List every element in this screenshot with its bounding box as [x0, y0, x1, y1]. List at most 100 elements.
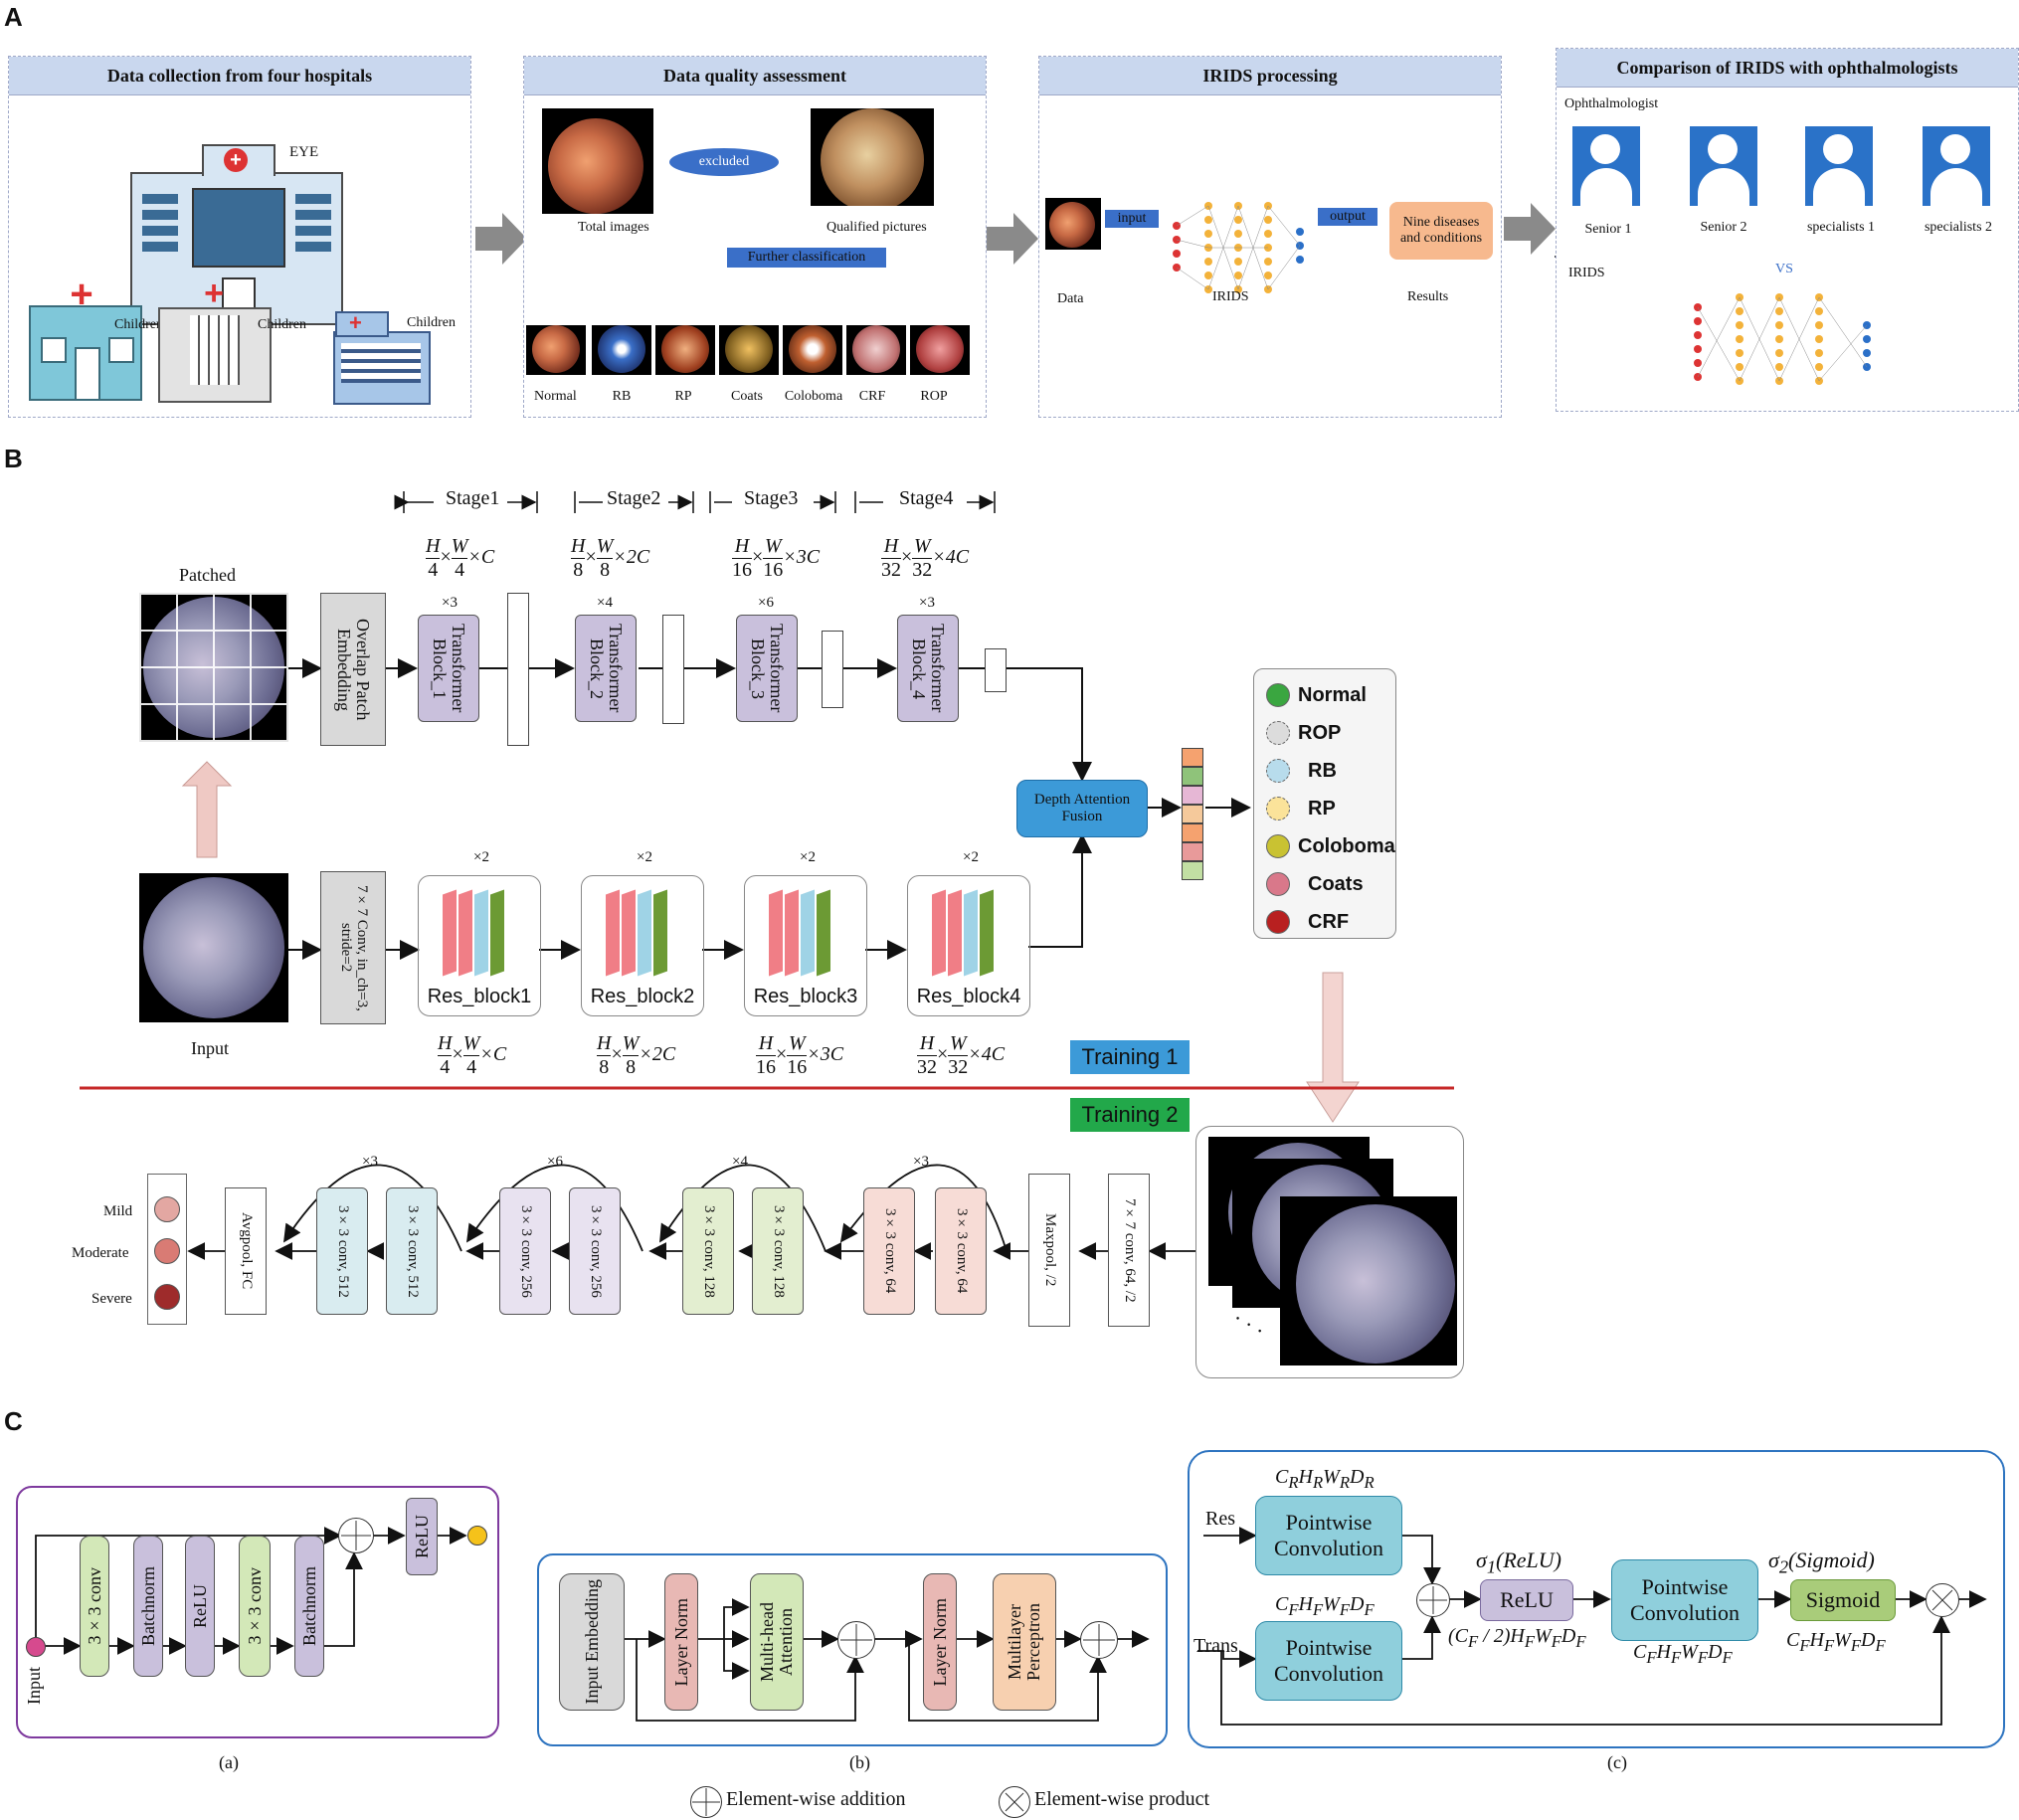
block-label: Layer Norm [670, 1597, 691, 1687]
block-label: Multi-head Attention [757, 1602, 796, 1682]
class-label-coloboma: Coloboma [784, 389, 843, 404]
repeat-res-4: ×2 [963, 849, 979, 865]
layer-conv64-b: 3×3 conv, 64 [863, 1187, 915, 1315]
feature-bar-3 [822, 631, 843, 708]
results-label: Results [1407, 289, 1449, 304]
training-1-tag: Training 1 [1070, 1040, 1190, 1074]
block-label: Pointwise Convolution [1273, 1635, 1383, 1686]
layer-conv256-b: 3×3 conv, 256 [499, 1187, 551, 1315]
doctor-label-senior2: Senior 2 [1700, 220, 1747, 235]
legend-dot [1266, 834, 1290, 858]
vs-label: VS [1775, 262, 1793, 276]
res-block-label: Res_block1 [427, 986, 532, 1007]
c-a-relu: ReLU [185, 1536, 215, 1677]
legend-rop: ROP [1266, 715, 1341, 751]
repeat-top-3: ×6 [758, 595, 774, 611]
class-legend: Normal ROP RB RP Coloboma Coats CRF [1253, 668, 1396, 939]
input-dot [26, 1637, 46, 1657]
legend-rp: RP [1266, 791, 1336, 826]
red-cross-icon: + [224, 148, 248, 172]
caption-b: (b) [849, 1752, 870, 1772]
layer-norm-2: Layer Norm [923, 1573, 957, 1711]
layer-norm-1: Layer Norm [664, 1573, 698, 1711]
block-label: Batchnorm [137, 1566, 158, 1646]
multi-head-attention: Multi-head Attention [750, 1573, 804, 1711]
doctor-label-senior1: Senior 1 [1584, 222, 1632, 237]
severity-dot-mild [154, 1196, 180, 1222]
repeat-top-4: ×3 [919, 595, 935, 611]
section-label-a: A [4, 2, 23, 32]
trans-label: Trans [1193, 1635, 1238, 1657]
feature-bar-1 [507, 593, 529, 746]
legend-addition-label: Element-wise addition [726, 1788, 906, 1810]
dim-half: (CF / 2)HFWFDF [1448, 1625, 1586, 1651]
input-embedding: Input Embedding [559, 1573, 625, 1711]
panel-data-quality: Data quality assessment excluded Total i… [523, 56, 987, 418]
legend-dot [1266, 797, 1290, 820]
output-dot [467, 1526, 487, 1546]
addition-icon [338, 1518, 374, 1553]
legend-product-label: Element-wise product [1034, 1788, 1210, 1810]
panel-irids-processing: IRIDS processing input output Nine disea… [1038, 56, 1502, 418]
panel-title: Comparison of IRIDS with ophthalmologist… [1557, 49, 2018, 88]
repeat-res-2: ×2 [637, 849, 652, 865]
block-label: ReLU [411, 1515, 432, 1558]
class-label-coats: Coats [731, 389, 763, 404]
panel-comparison: Comparison of IRIDS with ophthalmologist… [1556, 48, 2019, 412]
doctor-icon [1690, 126, 1757, 206]
addition-icon [690, 1786, 722, 1818]
red-cross-icon: + [70, 273, 93, 316]
sigma2-label: σ2(Sigmoid) [1768, 1547, 1875, 1577]
dim-cfhfwfdf: CFHFWFDF [1275, 1593, 1375, 1619]
severity-label-severe: Severe [92, 1291, 132, 1307]
section-label-c: C [4, 1406, 23, 1436]
feature-bar-4 [985, 648, 1007, 692]
total-images-label: Total images [578, 220, 649, 235]
qualified-pictures-stack [811, 108, 934, 206]
nine-diseases-label: Nine diseases and conditions [1399, 215, 1483, 246]
c-a-batchnorm1: Batchnorm [133, 1536, 163, 1677]
c-c-relu: ReLU [1480, 1579, 1573, 1621]
nine-diseases-box: Nine diseases and conditions [1389, 202, 1493, 260]
addition-icon [1080, 1621, 1118, 1659]
transformer-block-2: Transformer Block_2 [575, 615, 637, 722]
layer-conv128-b: 3×3 conv, 128 [682, 1187, 734, 1315]
c-a-batchnorm2: Batchnorm [294, 1536, 324, 1677]
severity-label-mild: Mild [103, 1203, 133, 1219]
caption-a: (a) [219, 1752, 239, 1772]
class-label-crf: CRF [858, 389, 886, 404]
transformer-label: Transformer Block_4 [909, 624, 948, 713]
legend-coloboma: Coloboma [1266, 828, 1395, 864]
transformer-block-1: Transformer Block_1 [418, 615, 479, 722]
children-hospital-1: + [29, 274, 142, 401]
doctor-label-specialists1: specialists 1 [1806, 220, 1876, 235]
dim-out2: CFHFWFDF [1786, 1629, 1886, 1655]
data-label: Data [1057, 291, 1084, 306]
overlap-patch-embedding: Overlap Patch Embedding [320, 593, 386, 746]
stage-label-1: Stage1 [446, 487, 500, 509]
red-cross-icon: + [204, 274, 224, 312]
block-label: 3×3 conv [244, 1567, 265, 1645]
legend-normal: Normal [1266, 677, 1367, 713]
repeat-res-3: ×2 [800, 849, 816, 865]
legend-dot [1266, 910, 1290, 934]
panel-title: Data quality assessment [524, 57, 986, 95]
block-label: Sigmoid [1805, 1587, 1881, 1612]
panel-c-a [16, 1486, 499, 1738]
stage-label-4: Stage4 [899, 487, 954, 509]
c-a-conv2: 3×3 conv [239, 1536, 271, 1677]
repeat-top-1: ×3 [442, 595, 458, 611]
block-label: Pointwise Convolution [1629, 1574, 1740, 1625]
class-image-row [526, 325, 984, 385]
repeat-res-1: ×2 [473, 849, 489, 865]
sigma1-label: σ1(ReLU) [1476, 1547, 1562, 1577]
legend-crf: CRF [1266, 904, 1349, 940]
addition-icon [837, 1621, 875, 1659]
layer-conv512-b: 3×3 conv, 512 [316, 1187, 368, 1315]
loop-repeat-256: ×6 [547, 1154, 563, 1170]
layer-label: 3×3 conv, 512 [404, 1204, 421, 1298]
conv7-block: 7×7 Conv, in_ch=3, stride=2 [320, 871, 386, 1024]
